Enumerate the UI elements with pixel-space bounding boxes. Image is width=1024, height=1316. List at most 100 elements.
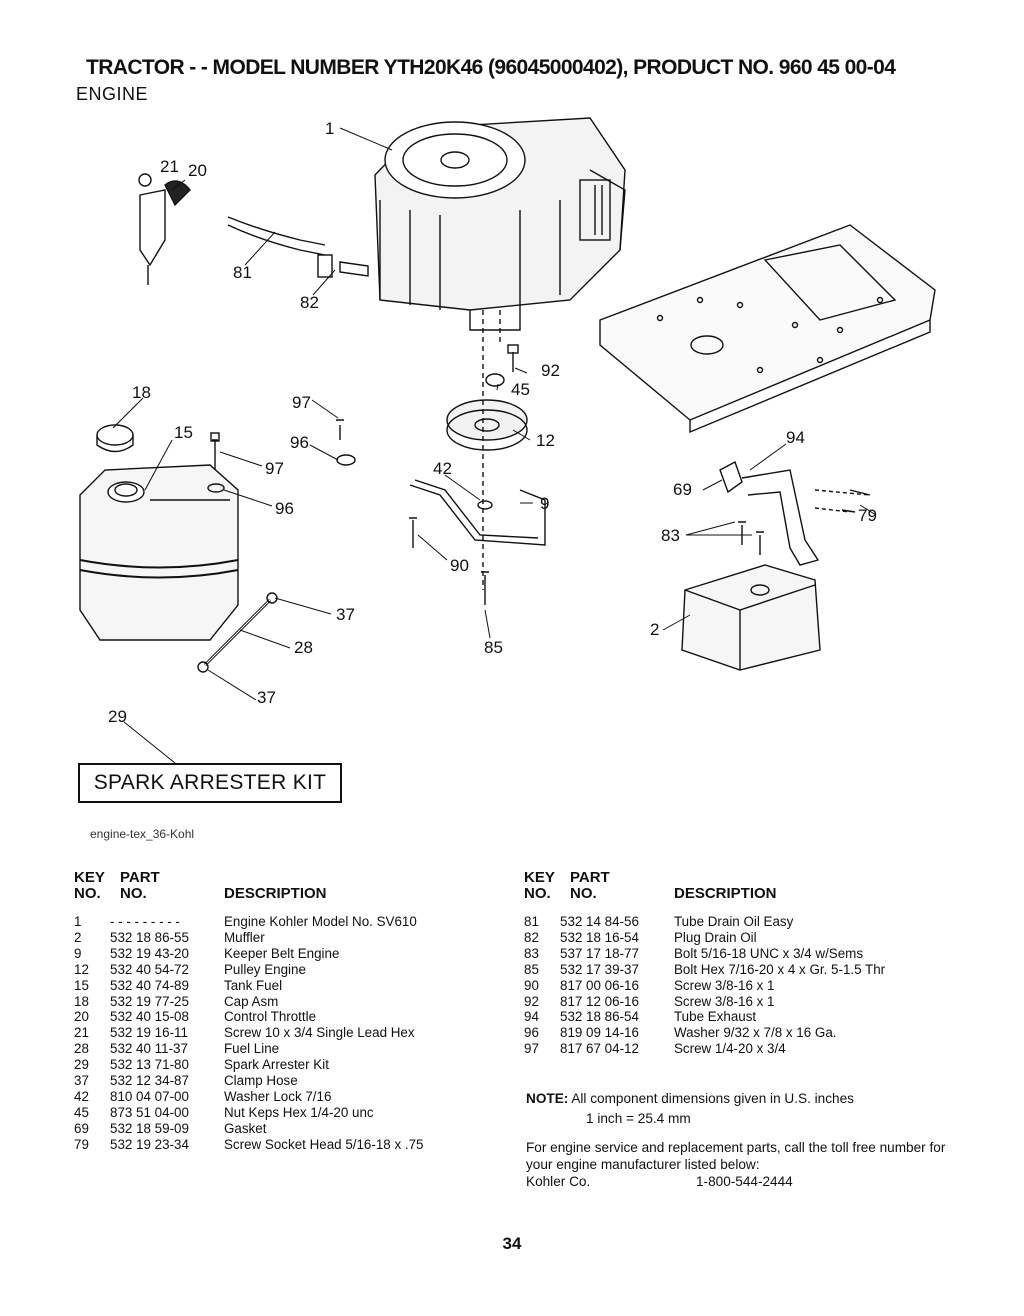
callout-label: 79	[858, 506, 877, 525]
part-description: Engine Kohler Model No. SV610	[224, 914, 417, 929]
part-description: Cap Asm	[224, 993, 279, 1009]
callout-label: 45	[511, 380, 530, 399]
part-key: 45	[74, 1104, 89, 1120]
key-header-top: KEY	[74, 869, 105, 886]
part-key: 29	[74, 1057, 89, 1073]
part-key: 79	[74, 1136, 89, 1152]
part-key: 97	[524, 1041, 539, 1057]
callout-label: 83	[661, 526, 680, 545]
part-description: Bolt Hex 7/16-20 x 4 x Gr. 5-1.5 Thr	[674, 961, 886, 977]
parts-row: 97 817 67 04-12 Screw 1/4-20 x 3/4	[524, 1041, 885, 1057]
callout-label: 69	[673, 480, 692, 499]
fuel-cap-drawing	[96, 424, 134, 453]
part-description: Fuel Line	[224, 1041, 280, 1057]
part-number: 532 40 15-08	[110, 1009, 189, 1025]
part-key: 69	[74, 1120, 89, 1136]
drain-tube-drawing	[227, 216, 369, 278]
note-block: NOTE: All component dimensions given in …	[526, 1090, 946, 1190]
part-key: 37	[74, 1073, 89, 1089]
page-title: TRACTOR - - MODEL NUMBER YTH20K46 (96045…	[86, 56, 896, 79]
callout-label: 2	[650, 620, 659, 639]
key-header-bottom: NO.	[524, 885, 551, 902]
part-number: 817 00 06-16	[560, 977, 639, 993]
note-text: All component dimensions given in U.S. i…	[571, 1091, 854, 1106]
engine-mount-plate-drawing	[599, 224, 936, 434]
callout-label: 1	[325, 119, 334, 138]
part-key: 81	[524, 914, 539, 929]
parts-row: 45 873 51 04-00 Nut Keps Hex 1/4-20 unc	[74, 1105, 423, 1121]
part-number: 532 13 71-80	[110, 1057, 189, 1073]
diagram-callouts: 1 21 20 81 82 18 15 97 96 97 96 92 45 12…	[108, 119, 877, 726]
part-key: 94	[524, 1009, 539, 1025]
part-description: Washer Lock 7/16	[224, 1088, 332, 1104]
callout-label: 92	[541, 361, 560, 380]
part-header-top: PART	[570, 869, 610, 886]
parts-rows: 1- - - - - - - - -Engine Kohler Model No…	[74, 914, 423, 1153]
callout-label: 29	[108, 707, 127, 726]
engine-exploded-diagram: 1 21 20 81 82 18 15 97 96 97 96 92 45 12…	[79, 117, 936, 764]
fuel-tank-drawing	[79, 464, 239, 641]
parts-row: 1- - - - - - - - -Engine Kohler Model No…	[74, 914, 423, 930]
parts-list-left: KEY PART NO. NO. DESCRIPTION 1- - - - - …	[74, 870, 423, 1153]
part-header-bottom: NO.	[570, 885, 597, 902]
manufacturer-phone: 1-800-544-2444	[696, 1174, 793, 1189]
part-key: 2	[74, 929, 82, 945]
part-description: Screw 1/4-20 x 3/4	[674, 1041, 786, 1057]
callout-label: 37	[336, 605, 355, 624]
callout-label: 97	[292, 393, 311, 412]
part-key: 85	[524, 961, 539, 977]
page-number: 34	[502, 1234, 522, 1253]
part-key: 15	[74, 977, 89, 993]
callout-label: 9	[540, 494, 549, 513]
description-header: DESCRIPTION	[674, 885, 777, 902]
section-title: ENGINE	[76, 84, 149, 104]
part-number: 532 40 11-37	[110, 1041, 188, 1057]
description-header: DESCRIPTION	[224, 885, 327, 902]
part-description: Nut Keps Hex 1/4-20 unc	[224, 1104, 374, 1120]
part-number: 532 18 59-09	[110, 1120, 189, 1136]
part-description: Tube Drain Oil Easy	[674, 914, 794, 929]
callout-label: 42	[433, 459, 452, 478]
key-header-top: KEY	[524, 869, 555, 886]
callout-label: 20	[188, 161, 207, 180]
belt-keeper-drawing	[409, 479, 546, 605]
part-description: Spark Arrester Kit	[224, 1057, 329, 1073]
part-number: 817 67 04-12	[560, 1041, 639, 1057]
unit-conversion: 1 inch = 25.4 mm	[586, 1111, 691, 1126]
part-key: 82	[524, 929, 539, 945]
part-number: 873 51 04-00	[110, 1104, 189, 1120]
callout-label: 96	[275, 499, 294, 518]
part-number: 532 18 86-55	[110, 929, 189, 945]
part-description: Pulley Engine	[224, 961, 306, 977]
callout-label: 28	[294, 638, 313, 657]
part-description: Tank Fuel	[224, 977, 283, 993]
key-header-bottom: NO.	[74, 885, 101, 902]
parts-list-header: KEY PART NO. NO. DESCRIPTION	[524, 870, 885, 902]
part-key: 90	[524, 977, 539, 993]
exhaust-muffler-drawing	[681, 460, 871, 671]
throttle-control-drawing	[138, 173, 191, 285]
callout-label: 18	[132, 383, 151, 402]
parts-row: 29 532 13 71-80 Spark Arrester Kit	[74, 1057, 423, 1073]
part-key: 42	[74, 1088, 89, 1104]
callout-label: 82	[300, 293, 319, 312]
figure-id: engine-tex_36-Kohl	[90, 827, 195, 841]
part-description: Control Throttle	[224, 1009, 317, 1025]
part-header-top: PART	[120, 869, 160, 886]
part-number: 532 19 23-34	[110, 1136, 189, 1152]
parts-list-header: KEY PART NO. NO. DESCRIPTION	[74, 870, 423, 902]
part-description: Tube Exhaust	[674, 1009, 757, 1025]
part-key: 18	[74, 993, 89, 1009]
part-description: Clamp Hose	[224, 1073, 298, 1089]
callout-label: 37	[257, 688, 276, 707]
